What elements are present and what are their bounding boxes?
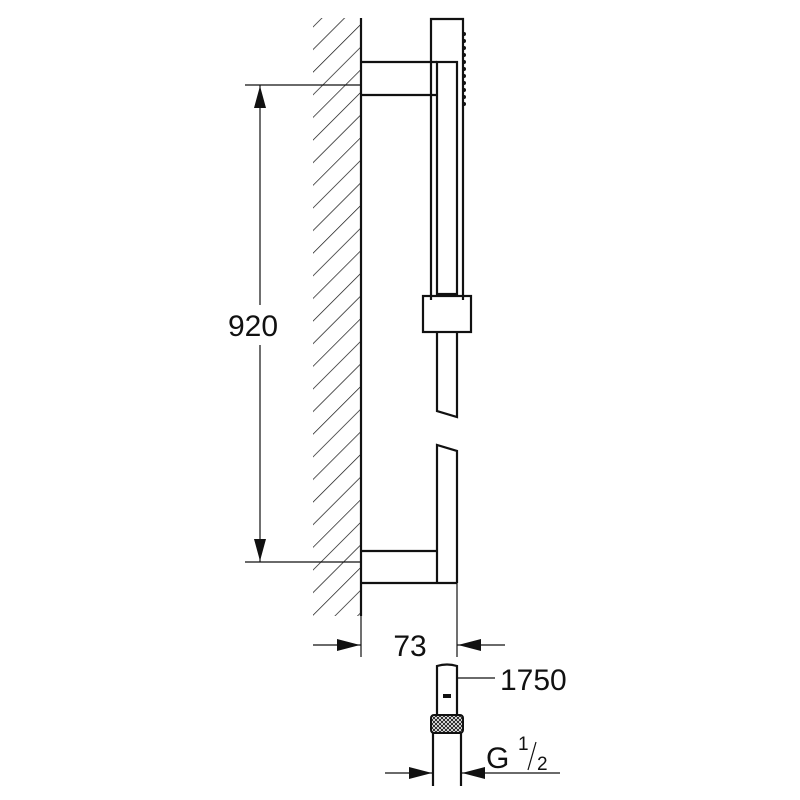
upper-wall-bracket bbox=[361, 60, 437, 97]
lower-wall-bracket bbox=[361, 549, 457, 585]
shower-holder-slider bbox=[421, 294, 473, 334]
thread-label-numerator: 1 bbox=[518, 734, 529, 755]
hand-shower-head bbox=[429, 17, 466, 300]
dimension-label-920: 920 bbox=[228, 310, 278, 343]
wall-hatching bbox=[313, 18, 363, 616]
dimension-label-1750: 1750 bbox=[500, 664, 567, 697]
hose-marking bbox=[443, 694, 451, 698]
knurled-hose-nut bbox=[430, 714, 464, 734]
shower-rail bbox=[435, 332, 459, 583]
thread-label-prefix: G bbox=[486, 742, 509, 775]
dimension-73: 73 bbox=[313, 583, 505, 663]
dimension-label-73: 73 bbox=[393, 630, 426, 663]
thread-label-denominator: 2 bbox=[537, 754, 548, 775]
dimension-thread: G 1 2 bbox=[385, 734, 560, 779]
dimension-920: 920 bbox=[228, 84, 361, 563]
shower-hose: 1750 bbox=[430, 663, 567, 786]
spray-nozzle-dots bbox=[462, 32, 466, 106]
